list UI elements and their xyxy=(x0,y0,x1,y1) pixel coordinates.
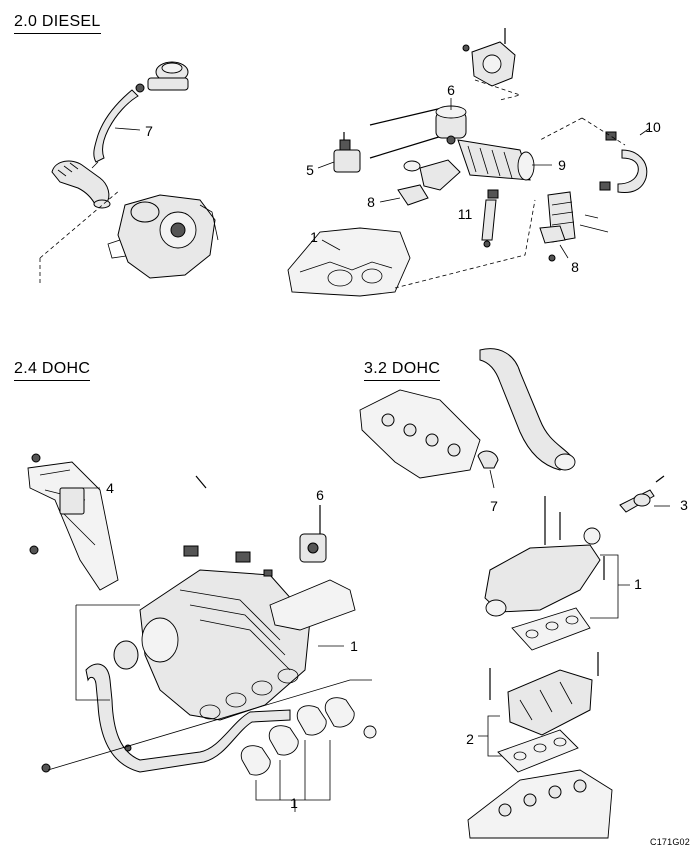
diesel-hose-10 xyxy=(599,131,648,193)
diesel-pipe-11 xyxy=(481,189,499,248)
callout-diesel-11: 11 xyxy=(457,206,473,222)
diesel-leader-10 xyxy=(539,117,626,146)
diesel-callout-line-8a xyxy=(379,197,401,203)
dohc32-studs xyxy=(489,496,605,700)
section-title-dohc24: 2.4 DOHC xyxy=(14,360,91,381)
dohc32-callout-line-7 xyxy=(489,469,495,489)
callout-dohc32-3: 3 xyxy=(680,497,688,513)
callout-diesel-8a: 8 xyxy=(367,194,375,210)
section-title-dohc24-underline xyxy=(14,380,91,381)
diesel-rod-b xyxy=(369,135,443,159)
dohc24-bracket xyxy=(27,453,119,591)
dohc32-callout-bracket-1 xyxy=(590,554,630,619)
figure-code: C171G02 xyxy=(650,837,690,847)
diesel-bracket-8a xyxy=(397,159,461,206)
dohc24-support-bracket xyxy=(269,579,356,631)
dohc24-intake-manifold xyxy=(139,569,311,721)
dohc24-purge-valve xyxy=(299,505,327,563)
callout-dohc24-6: 6 xyxy=(316,487,324,503)
diesel-turbocharger xyxy=(107,194,219,279)
callout-dohc24-1a: 1 xyxy=(350,638,358,654)
diesel-leader-1 xyxy=(394,199,536,289)
diesel-leader-7 xyxy=(39,189,121,285)
diesel-hose-7 xyxy=(91,89,139,169)
callout-diesel-5: 5 xyxy=(306,162,314,178)
diesel-callout-line-8b xyxy=(559,244,569,259)
diesel-solenoid xyxy=(333,132,361,173)
diesel-callout-line-1 xyxy=(321,239,341,251)
section-title-diesel-underline xyxy=(14,33,101,34)
callout-dohc32-2: 2 xyxy=(466,731,474,747)
diesel-leader-pump xyxy=(474,79,522,101)
diesel-egr-valve xyxy=(435,105,467,145)
dohc32-intake-duct xyxy=(477,348,576,471)
callout-diesel-1: 1 xyxy=(310,229,318,245)
callout-diesel-10: 10 xyxy=(645,119,661,135)
dohc32-sensor xyxy=(583,475,665,545)
section-title-diesel-text: 2.0 DIESEL xyxy=(14,13,101,30)
dohc32-upper-manifold xyxy=(484,544,601,617)
section-title-dohc32: 3.2 DOHC xyxy=(364,360,441,381)
diesel-intake-manifold xyxy=(287,227,411,297)
dohc24-leaders xyxy=(47,604,372,771)
diesel-rod-a xyxy=(369,107,443,126)
dohc24-coolant-pipe xyxy=(41,663,291,773)
callout-dohc32-7: 7 xyxy=(490,498,498,514)
section-title-diesel: 2.0 DIESEL xyxy=(14,13,101,34)
diesel-callout-line-10 xyxy=(639,127,651,136)
callout-dohc24-1b: 1 xyxy=(290,795,298,811)
diesel-callout-line-7 xyxy=(114,127,141,131)
section-title-dohc32-underline xyxy=(364,380,441,381)
callout-diesel-6: 6 xyxy=(447,82,455,98)
section-title-dohc32-text: 3.2 DOHC xyxy=(364,360,441,377)
callout-dohc32-1: 1 xyxy=(634,576,642,592)
diesel-vacuum-pump xyxy=(462,28,516,87)
callout-diesel-9: 9 xyxy=(558,157,566,173)
section-title-dohc24-text: 2.4 DOHC xyxy=(14,360,91,377)
dohc24-gaskets xyxy=(240,697,377,776)
diesel-egr-cooler xyxy=(457,139,535,181)
dohc32-upper-gasket xyxy=(511,607,591,651)
dohc24-small-parts xyxy=(113,475,273,670)
dohc32-callout-bracket-2 xyxy=(478,715,510,757)
diesel-callout-line-5 xyxy=(317,161,335,169)
dohc32-valve-cover xyxy=(359,389,481,479)
callout-dohc24-4: 4 xyxy=(106,480,114,496)
callout-diesel-7: 7 xyxy=(145,123,153,139)
dohc32-cylinder-head xyxy=(467,769,613,839)
callout-diesel-8b: 8 xyxy=(571,259,579,275)
dohc24-callout-bracket-1b xyxy=(255,740,331,812)
dohc32-lower-gasket xyxy=(497,729,579,773)
diesel-intake-elbow xyxy=(51,160,111,209)
diesel-vacuum-valve xyxy=(135,61,189,93)
diesel-bracket-8b xyxy=(539,191,609,262)
dohc32-lower-manifold xyxy=(507,669,593,736)
